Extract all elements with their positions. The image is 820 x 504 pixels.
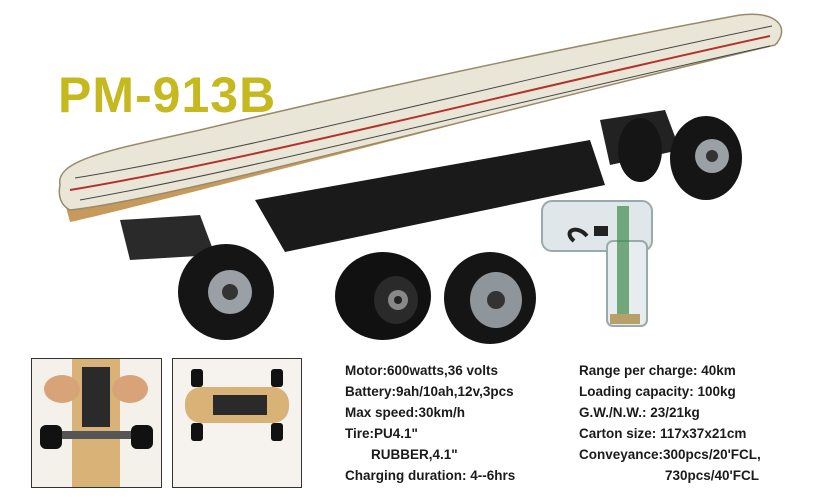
spec-battery: Battery:9ah/10ah,12v,3pcs xyxy=(345,384,514,399)
thumbnail-board-underside xyxy=(172,358,302,488)
skateboard-image xyxy=(58,13,783,340)
pu-wheel-image xyxy=(335,252,431,340)
spec-conveyance-40: 730pcs/40'FCL xyxy=(665,468,760,483)
thumbnail-hands-holding-board xyxy=(31,358,162,488)
spec-loading: Loading capacity: 100kg xyxy=(579,384,736,399)
spec-tire-rubber: RUBBER,4.1" xyxy=(371,447,458,462)
spec-max-speed: Max speed:30km/h xyxy=(345,405,466,420)
remote-control-image xyxy=(541,200,653,327)
spec-tire: Tire:PU4.1" xyxy=(345,426,418,441)
thumbnail-2-image xyxy=(173,359,301,487)
spec-weight: G.W./N.W.: 23/21kg xyxy=(579,405,700,420)
specs-left-column: Motor:600watts,36 volts Battery:9ah/10ah… xyxy=(345,360,515,486)
rubber-wheel-image xyxy=(444,252,536,344)
model-title: PM-913B xyxy=(58,67,277,123)
spec-carton: Carton size: 117x37x21cm xyxy=(579,426,747,441)
spec-motor: Motor:600watts,36 volts xyxy=(345,363,499,378)
spec-range: Range per charge: 40km xyxy=(579,363,736,378)
spec-charging: Charging duration: 4--6hrs xyxy=(345,468,516,483)
specs-right-column: Range per charge: 40km Loading capacity:… xyxy=(579,360,761,486)
spec-conveyance: Conveyance:300pcs/20'FCL, xyxy=(579,447,761,462)
thumbnail-1-image xyxy=(32,359,161,487)
